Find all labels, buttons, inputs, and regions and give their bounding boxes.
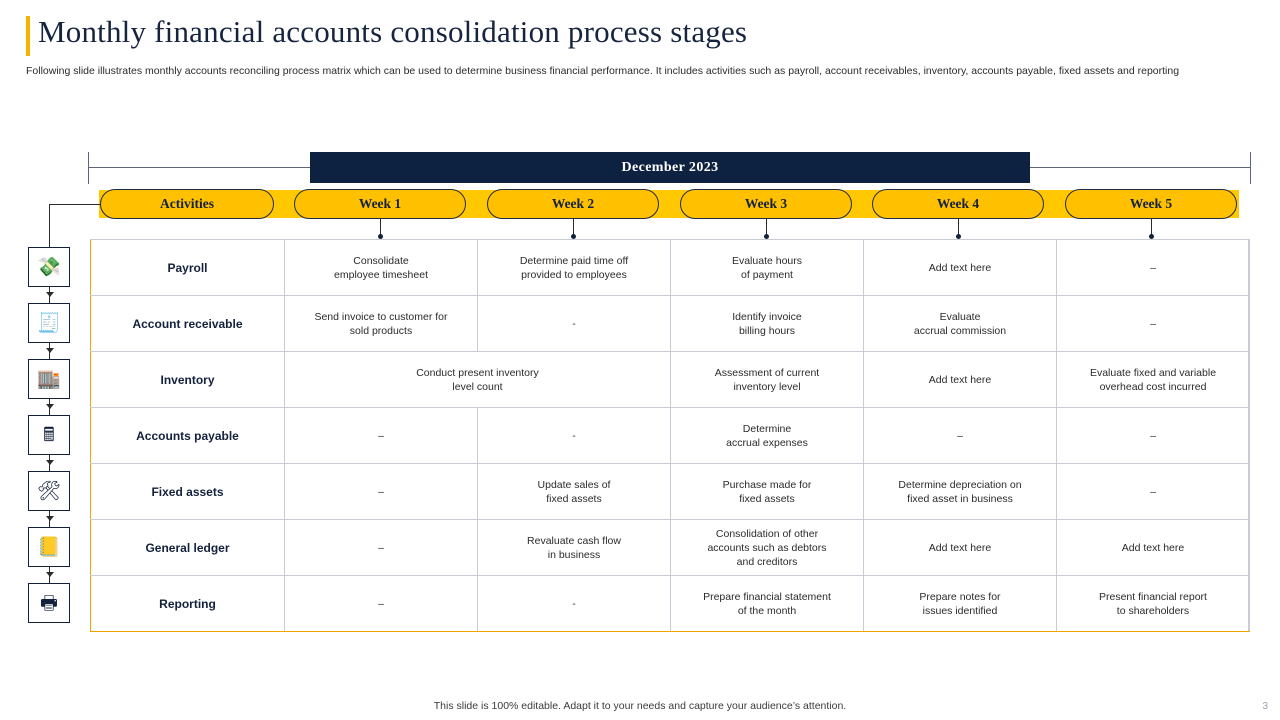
- accounts-payable-calculator-icon: 🖩: [28, 415, 70, 455]
- table-cell: –: [1056, 407, 1250, 464]
- reporting-document-icon: 🖶: [28, 583, 70, 623]
- column-header-label: Activities: [160, 196, 214, 211]
- column-header-label: Week 1: [358, 196, 402, 211]
- column-header-week-2[interactable]: Week 2: [487, 189, 659, 219]
- page-title: Monthly financial accounts consolidation…: [38, 14, 748, 49]
- table-cell: -: [477, 407, 671, 464]
- page-number: 3: [1262, 701, 1268, 712]
- column-connector-line: [1151, 219, 1152, 237]
- column-header-label: Week 2: [551, 196, 595, 211]
- footer-note: This slide is 100% editable. Adapt it to…: [433, 700, 847, 712]
- rail-arrow-icon: [45, 292, 54, 297]
- row-label: Payroll: [90, 239, 285, 296]
- column-header-week-3[interactable]: Week 3: [680, 189, 852, 219]
- column-header-week-1[interactable]: Week 1: [294, 189, 466, 219]
- table-cell: Add text here: [863, 239, 1057, 296]
- column-connector-line: [958, 219, 959, 237]
- column-connector-dot: [956, 234, 961, 239]
- table-cell: –: [284, 519, 478, 576]
- column-connector-line: [766, 219, 767, 237]
- rail-arrow-icon: [45, 572, 54, 577]
- general-ledger-book-icon: 📒: [28, 527, 70, 567]
- table-cell: –: [1056, 463, 1250, 520]
- table-cell: -: [477, 295, 671, 352]
- row-label: Reporting: [90, 575, 285, 632]
- table-cell: –: [1056, 239, 1250, 296]
- row-label: Fixed assets: [90, 463, 285, 520]
- fixed-assets-tools-icon: 🛠: [28, 471, 70, 511]
- table-cell: –: [863, 407, 1057, 464]
- column-header-label: Week 3: [744, 196, 788, 211]
- row-label: Account receivable: [90, 295, 285, 352]
- column-connector-line: [573, 219, 574, 237]
- table-cell: –: [1056, 295, 1250, 352]
- rail-arrow-icon: [45, 516, 54, 521]
- column-connector-dot: [764, 234, 769, 239]
- account-receivable-invoice-icon: 🧾: [28, 303, 70, 343]
- title-accent-bar: [26, 16, 30, 56]
- page-subtitle: Following slide illustrates monthly acco…: [26, 65, 1180, 77]
- inventory-boxes-icon: 🏬: [28, 359, 70, 399]
- row-label: Accounts payable: [90, 407, 285, 464]
- table-cell: –: [284, 407, 478, 464]
- timeline-axis: December 2023: [88, 152, 1251, 184]
- column-header-label: Week 4: [936, 196, 980, 211]
- month-label: December 2023: [310, 152, 1030, 183]
- timeline-left-cap: [88, 152, 89, 184]
- table-cell: Add text here: [863, 519, 1057, 576]
- rail-arrow-icon: [45, 348, 54, 353]
- column-connector-dot: [1149, 234, 1154, 239]
- table-cell: Add text here: [1056, 519, 1250, 576]
- row-label: General ledger: [90, 519, 285, 576]
- column-header-activities[interactable]: Activities: [100, 189, 274, 219]
- column-header-week-5[interactable]: Week 5: [1065, 189, 1237, 219]
- icon-rail-top-connector: [49, 204, 100, 205]
- column-header-label: Week 5: [1129, 196, 1173, 211]
- row-label: Inventory: [90, 351, 285, 408]
- column-connector-dot: [378, 234, 383, 239]
- table-cell: Add text here: [863, 351, 1057, 408]
- column-connector-line: [380, 219, 381, 237]
- table-right-edge: [1248, 239, 1250, 631]
- timeline-right-cap: [1250, 152, 1251, 184]
- rail-arrow-icon: [45, 460, 54, 465]
- column-header-week-4[interactable]: Week 4: [872, 189, 1044, 219]
- table-cell: –: [284, 463, 478, 520]
- rail-arrow-icon: [45, 404, 54, 409]
- table-cell: –: [284, 575, 478, 632]
- payroll-hand-money-icon: 💸: [28, 247, 70, 287]
- week-header-band: [99, 190, 1239, 218]
- column-connector-dot: [571, 234, 576, 239]
- table-cell: -: [477, 575, 671, 632]
